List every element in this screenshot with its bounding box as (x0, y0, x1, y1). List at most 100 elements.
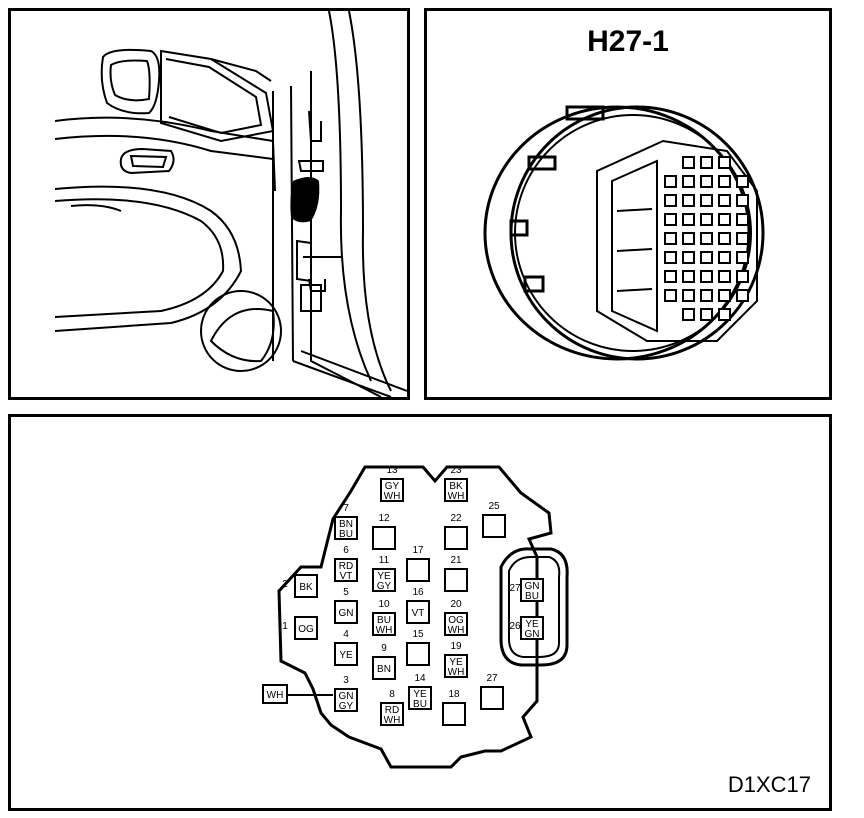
pin-number: 27 (486, 673, 498, 684)
connector-3d-drawing (483, 105, 765, 361)
pin-cavity (408, 686, 432, 710)
pin-color: BK (449, 481, 463, 492)
extra-wire-label: WH (267, 690, 284, 701)
pin-cavity (520, 616, 544, 640)
pin-cavity (372, 656, 396, 680)
connector-pin-cell (664, 270, 677, 283)
pin-color: YE (339, 650, 353, 661)
pin-number: 10 (378, 599, 390, 610)
connector-pin-cell (718, 194, 731, 207)
connector-pin-cell (700, 308, 713, 321)
pin-color-stripe: GY (377, 581, 392, 592)
pin-cavity (406, 642, 430, 666)
pin-color: VT (412, 608, 425, 619)
pin-color: OG (298, 624, 314, 635)
pin-18: 18 (442, 689, 466, 726)
pin-cavity (334, 558, 358, 582)
pin-number: 16 (412, 587, 424, 598)
pin-color-stripe: BU (525, 591, 539, 602)
pin-cavity (372, 612, 396, 636)
extra-wire-box (262, 684, 288, 704)
pin-color: YE (377, 571, 391, 582)
pin-color-stripe: WH (384, 491, 401, 502)
connector-pin-cell (718, 289, 731, 302)
pin-color-stripe: WH (384, 715, 401, 726)
connector-pin-cell (700, 251, 713, 264)
pin-number: 3 (343, 675, 349, 686)
pin-cavity (520, 578, 544, 602)
connector-view-panel: H27-1 (424, 8, 832, 400)
pin-cavity (480, 686, 504, 710)
pin-number: 13 (386, 465, 398, 476)
connector-pin-cell (664, 213, 677, 226)
pin-color: OG (448, 615, 464, 626)
pin-cavity (442, 702, 466, 726)
pin-color-stripe: VT (340, 571, 353, 582)
connector-pin-cell (736, 194, 749, 207)
pin-cavity (406, 558, 430, 582)
pin-color-stripe: WH (448, 625, 465, 636)
connector-pin-cell (682, 289, 695, 302)
pin-cavity (444, 526, 468, 550)
pin-17: 17 (406, 545, 430, 582)
connector-pin-cell (718, 213, 731, 226)
pin-color: GN (525, 581, 540, 592)
connector-pin-cell (682, 232, 695, 245)
connector-pin-cell (664, 251, 677, 264)
pin-color: GY (385, 481, 400, 492)
pin-cavity (372, 526, 396, 550)
pin-number: 26 (509, 621, 521, 632)
connector-pin-cell (736, 289, 749, 302)
pin-number: 23 (450, 465, 462, 476)
pin-color: RD (385, 705, 399, 716)
connector-pin-cell (718, 175, 731, 188)
connector-pin-cell (718, 308, 731, 321)
pin-number: 18 (448, 689, 460, 700)
pin-cavity (444, 568, 468, 592)
pin-color-stripe: GN (525, 629, 540, 640)
pin-4: 4YE (334, 629, 358, 666)
pin-number: 5 (343, 587, 349, 598)
pin-number: 25 (488, 501, 500, 512)
pin-number: 8 (389, 689, 395, 700)
connector-pin-cell (682, 213, 695, 226)
side-module-outline (499, 547, 569, 667)
pin-21: 21 (444, 555, 468, 592)
pin-number: 6 (343, 545, 349, 556)
connector-pin-array (664, 156, 749, 321)
pin-color-stripe: BU (413, 699, 427, 710)
connector-pin-cell (700, 213, 713, 226)
pin-number: 14 (414, 673, 426, 684)
pin-cavity (372, 568, 396, 592)
pin-number: 1 (282, 621, 288, 632)
pin-12: 12 (372, 513, 396, 550)
pin-number: 12 (378, 513, 390, 524)
pin-cavity (334, 516, 358, 540)
pin-color-stripe: WH (448, 667, 465, 678)
pin-cavity (406, 600, 430, 624)
pin-color: GN (339, 608, 354, 619)
pin-15: 15 (406, 629, 430, 666)
connector-pin-cell (700, 194, 713, 207)
pin-cavity (294, 616, 318, 640)
pin-number: 21 (450, 555, 462, 566)
pin-color: BN (377, 664, 391, 675)
connector-pin-cell (700, 156, 713, 169)
pin-color-stripe: GY (339, 701, 354, 712)
pin-cavity (444, 612, 468, 636)
connector-location-marker (290, 177, 320, 223)
pin-color: RD (339, 561, 353, 572)
connector-pin-cell (664, 232, 677, 245)
pin-number: 20 (450, 599, 462, 610)
connector-pin-cell (718, 251, 731, 264)
